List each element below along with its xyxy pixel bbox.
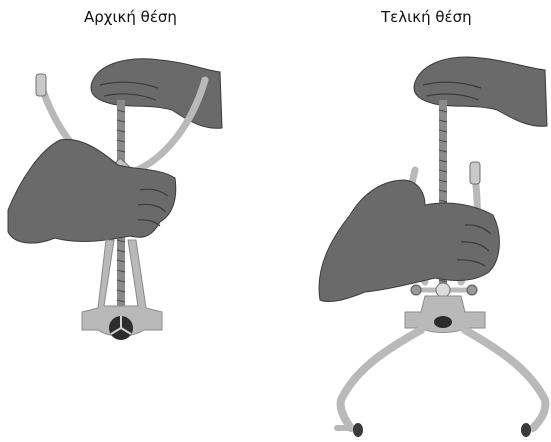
final-position-illustration [275,0,551,442]
left-lower-leg-final [341,330,421,428]
right-panel: Τελική θέση [275,0,551,442]
side-hand-right [319,180,499,302]
initial-position-illustration [0,0,275,442]
side-hand-left [8,139,176,243]
gauge-ball-final [434,316,452,328]
right-lower-leg-final [465,330,545,428]
upper-hand-right [414,57,547,126]
left-panel: Αρχική θέση [0,0,275,442]
